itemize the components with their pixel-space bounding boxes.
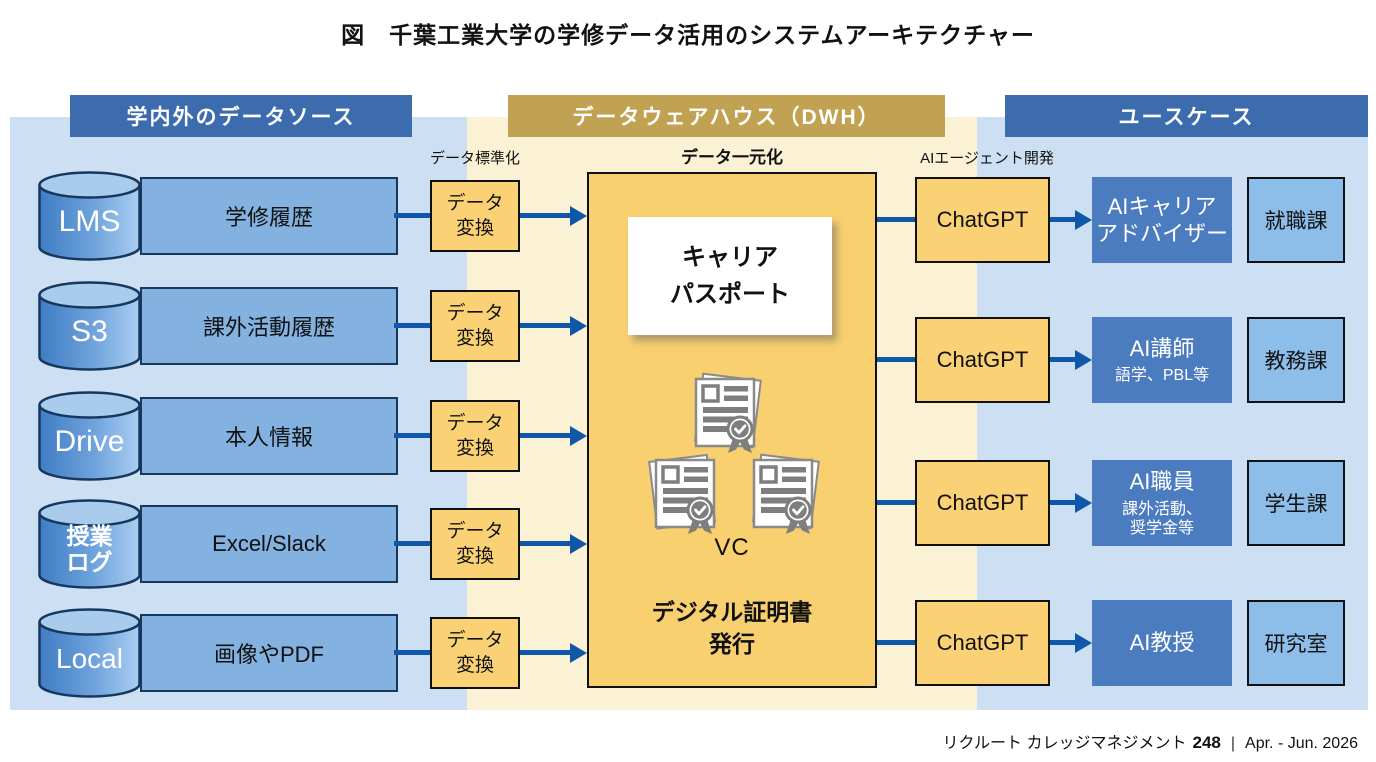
arrow-head-icon <box>570 643 587 663</box>
ai-agent-box: AI教授 <box>1092 600 1232 686</box>
source-label-box: 本人情報 <box>140 397 398 475</box>
connector-line <box>394 541 432 546</box>
connector-line <box>518 433 570 438</box>
connector-line <box>518 213 570 218</box>
connector-line <box>875 640 917 645</box>
database-cylinder-icon <box>38 281 141 371</box>
database-cylinder: 授業 ログ <box>37 498 142 590</box>
footer: リクルート カレッジマネジメント 248 | Apr. - Jun. 2026 <box>943 729 1358 753</box>
arrow-head-icon <box>1075 210 1092 230</box>
chatgpt-box: ChatGPT <box>915 460 1050 546</box>
connector-line <box>518 650 570 655</box>
sources-header: 学内外のデータソース <box>70 95 412 137</box>
ai-agent-name: AI教授 <box>1129 630 1195 656</box>
database-cylinder-icon <box>38 391 141 481</box>
process-label-agent-dev: AIエージェント開発 <box>920 150 1054 167</box>
arrow-head-icon <box>1075 350 1092 370</box>
vc-label: VC <box>714 534 750 561</box>
connector-line <box>518 323 570 328</box>
chatgpt-box: ChatGPT <box>915 600 1050 686</box>
digital-certificate-label: デジタル証明書 発行 <box>651 599 813 658</box>
career-passport-card: キャリア パスポート <box>628 217 832 335</box>
certificate-icon <box>643 451 727 544</box>
source-label-box: 学修履歴 <box>140 177 398 255</box>
database-cylinder: S3 <box>37 280 142 372</box>
certificate-icon <box>743 451 827 544</box>
data-transform-box: データ 変換 <box>430 617 520 689</box>
chatgpt-box: ChatGPT <box>915 177 1050 263</box>
data-transform-box: データ 変換 <box>430 400 520 472</box>
ai-agent-box: AI職員 課外活動、 奨学金等 <box>1092 460 1232 546</box>
usecases-header: ユースケース <box>1005 95 1368 137</box>
ai-agent-box: AIキャリア アドバイザー <box>1092 177 1232 263</box>
arrow-head-icon <box>570 426 587 446</box>
data-transform-box: データ 変換 <box>430 290 520 362</box>
data-transform-box: データ 変換 <box>430 180 520 252</box>
source-label-box: 課外活動履歴 <box>140 287 398 365</box>
connector-line <box>875 217 917 222</box>
connector-line <box>394 433 432 438</box>
chatgpt-box: ChatGPT <box>915 317 1050 403</box>
ai-agent-name: AI職員 <box>1129 469 1195 495</box>
database-name: Local <box>56 643 123 675</box>
department-box: 研究室 <box>1247 600 1345 686</box>
connector-line <box>1048 640 1076 645</box>
ai-agent-box: AI講師 語学、PBL等 <box>1092 317 1232 403</box>
database-cylinder: LMS <box>37 170 142 262</box>
database-name: S3 <box>71 315 108 349</box>
department-box: 教務課 <box>1247 317 1345 403</box>
connector-line <box>875 357 917 362</box>
footer-publication: リクルート カレッジマネジメント <box>942 735 1187 752</box>
footer-date: Apr. - Jun. 2026 <box>1245 735 1358 752</box>
connector-line <box>518 541 570 546</box>
connector-line <box>1048 357 1076 362</box>
database-cylinder-icon <box>38 608 141 698</box>
ai-agent-name: AI講師 <box>1129 335 1195 361</box>
database-name: 授業 ログ <box>66 523 113 575</box>
database-cylinder: Drive <box>37 390 142 482</box>
ai-agent-scope: 語学、PBL等 <box>1114 367 1210 385</box>
connector-line <box>394 213 432 218</box>
ai-agent-name: AIキャリア アドバイザー <box>1095 193 1228 247</box>
database-cylinder-icon <box>38 499 141 589</box>
database-name: Drive <box>54 425 125 459</box>
page-title: 図 千葉工業大学の学修データ活用のシステムアーキテクチャー <box>341 22 1035 48</box>
process-label-unification: データ一元化 <box>681 148 783 167</box>
source-label-box: Excel/Slack <box>140 505 398 583</box>
footer-issue-number: 248 <box>1192 733 1221 752</box>
source-label-box: 画像やPDF <box>140 614 398 692</box>
connector-line <box>394 323 432 328</box>
ai-agent-scope: 課外活動、 奨学金等 <box>1121 500 1202 537</box>
footer-divider: | <box>1230 735 1236 752</box>
database-name: LMS <box>58 205 121 239</box>
certificate-icon <box>685 370 769 463</box>
connector-line <box>1048 217 1076 222</box>
database-cylinder-icon <box>38 171 141 261</box>
connector-line <box>1048 500 1076 505</box>
arrow-head-icon <box>570 206 587 226</box>
dwh-header: データウェアハウス（DWH） <box>508 95 945 137</box>
process-label-standardization: データ標準化 <box>429 150 520 167</box>
arrow-head-icon <box>1075 633 1092 653</box>
arrow-head-icon <box>1075 493 1092 513</box>
database-cylinder: Local <box>37 607 142 699</box>
data-transform-box: データ 変換 <box>430 508 520 580</box>
arrow-head-icon <box>570 316 587 336</box>
department-box: 就職課 <box>1247 177 1345 263</box>
arrow-head-icon <box>570 534 587 554</box>
connector-line <box>875 500 917 505</box>
department-box: 学生課 <box>1247 460 1345 546</box>
connector-line <box>394 650 432 655</box>
